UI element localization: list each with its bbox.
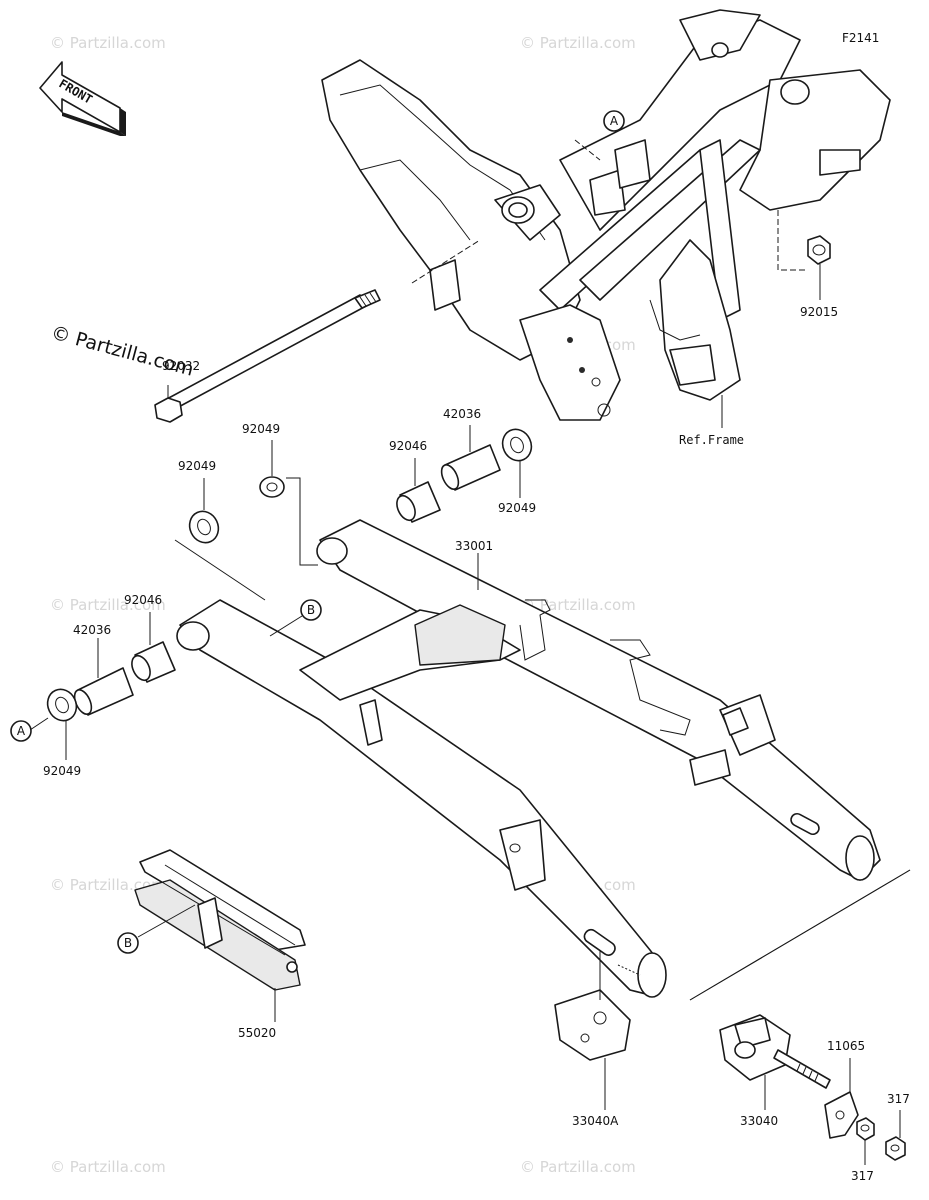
pivot-hardware-left: 92049 92046 42036 92049 bbox=[29, 459, 266, 778]
watermark: © Partzilla.com bbox=[50, 596, 166, 614]
nut-317-b: 317 bbox=[885, 1092, 910, 1161]
watermark: © Partzilla.com bbox=[50, 34, 166, 52]
swingarm-33001: 33001 bbox=[176, 519, 911, 1001]
part-number: 92032 bbox=[162, 359, 200, 373]
part-number: 317 bbox=[851, 1169, 874, 1183]
part-number: 33040A bbox=[572, 1114, 619, 1128]
callout-a-left: A bbox=[10, 720, 32, 742]
part-number: 92049 bbox=[242, 422, 280, 436]
callout-a-top: A bbox=[603, 110, 625, 132]
part-number: 92046 bbox=[389, 439, 427, 453]
front-arrow-icon: FRONT bbox=[39, 61, 126, 136]
part-number: 33040 bbox=[740, 1114, 778, 1128]
part-number: 317 bbox=[887, 1092, 910, 1106]
chain-adjuster-33040: 33040 bbox=[719, 1014, 831, 1128]
callout-label: B bbox=[307, 603, 315, 617]
pivot-bolt-92032: 92032 bbox=[154, 289, 381, 423]
nut-92015: 92015 bbox=[800, 235, 838, 319]
chain-slider-55020: 55020 bbox=[134, 849, 306, 1040]
part-number: 92046 bbox=[124, 593, 162, 607]
watermark: © Partzilla.com bbox=[520, 34, 636, 52]
part-number: 42036 bbox=[73, 623, 111, 637]
watermark: © Partzilla.com bbox=[520, 596, 636, 614]
callout-label: B bbox=[124, 936, 132, 950]
callout-b-upper: B bbox=[269, 599, 322, 637]
plate-11065: 11065 bbox=[824, 1039, 865, 1139]
part-number: 55020 bbox=[238, 1026, 276, 1040]
chain-adjuster-33040a: 33040A bbox=[554, 950, 631, 1128]
partzilla-watermark: © Partzilla.com bbox=[49, 322, 196, 381]
part-number: 33001 bbox=[455, 539, 493, 553]
part-number: 42036 bbox=[443, 407, 481, 421]
part-number: 11065 bbox=[827, 1039, 865, 1053]
ref-frame-label: Ref.Frame bbox=[679, 433, 744, 447]
callout-b-lower: B bbox=[117, 904, 196, 954]
part-number: 92049 bbox=[43, 764, 81, 778]
watermark: © Partzilla.com bbox=[520, 1158, 636, 1176]
callout-label: A bbox=[610, 114, 619, 128]
part-number: 92049 bbox=[178, 459, 216, 473]
nut-317-a: 317 bbox=[851, 1117, 875, 1183]
figure-code: F2141 bbox=[842, 31, 879, 45]
frame-reference bbox=[321, 9, 891, 428]
callout-label: A bbox=[17, 724, 26, 738]
watermark: © Partzilla.com bbox=[50, 1158, 166, 1176]
pivot-hardware-right: 92049 92046 42036 92049 bbox=[242, 407, 536, 566]
part-number: 92049 bbox=[498, 501, 536, 515]
part-number: 92015 bbox=[800, 305, 838, 319]
